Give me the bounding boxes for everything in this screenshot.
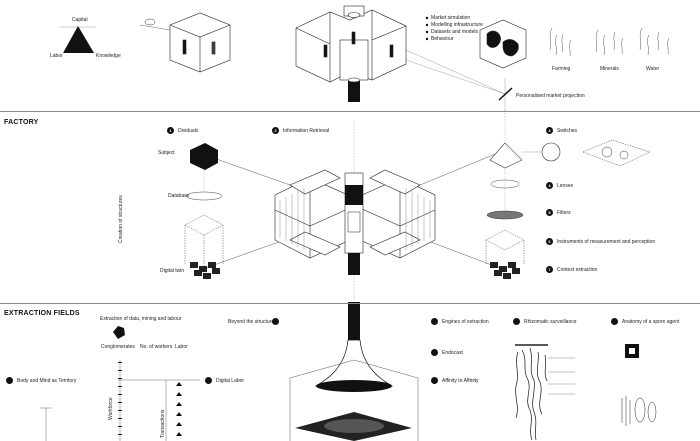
label-affinity: Affinity to Affinity: [442, 378, 479, 384]
factory-building: [274, 169, 436, 259]
axis-label: Transactions: [160, 409, 166, 438]
small-label: Database: [168, 193, 190, 199]
extraction-number: [205, 377, 212, 384]
factory-number: 4: [546, 182, 553, 189]
factory-label-dividuals: Dividuals: [178, 128, 199, 134]
dividual-head: [190, 143, 218, 170]
factory-label-filters: Filters: [557, 210, 571, 216]
factory-label-context: Context extraction: [557, 267, 598, 273]
vertical-label: Creation of structures: [118, 195, 124, 243]
extraction-col1-title: Extraction of data, mining and labour: [100, 316, 182, 322]
extraction-number: [431, 377, 438, 384]
factory-number: 1: [167, 127, 174, 134]
factory-label-switches: Switches: [557, 128, 578, 134]
factory-number: 6: [546, 238, 553, 245]
label-rhizomatic: Rhizomatic surveillance: [524, 319, 577, 325]
factory-number: 3: [546, 127, 553, 134]
extraction-number: [431, 318, 438, 325]
small-label: Subject: [158, 150, 175, 156]
col-header: Conglomerates: [101, 344, 135, 350]
label-beyond-structure: Beyond the structure: [228, 319, 275, 325]
legend-item: Market simulation: [431, 15, 471, 21]
factory-label-instruments: Instruments of measurement and perceptio…: [557, 239, 656, 245]
section-title-extraction: EXTRACTION FIELDS: [4, 310, 80, 317]
label-digital-labor: Digital Labor: [216, 378, 245, 384]
factory-number: 5: [546, 209, 553, 216]
projection-label: Personalised market projection: [516, 93, 585, 99]
small-label: Digital twin: [160, 268, 185, 274]
extraction-number: [272, 318, 279, 325]
species-label: Water: [646, 66, 660, 72]
label-anatomy: Anatomy of a spore agent: [622, 319, 680, 325]
factory-label-lenses: Lenses: [557, 183, 574, 189]
axis-label: Workforce: [108, 397, 114, 420]
col-header: No. of workers: [140, 344, 173, 350]
species-label: Farming: [552, 66, 571, 72]
extraction-number: [431, 349, 438, 356]
divider-bottom: [0, 303, 700, 304]
factory-label-retrieval: Information Retrieval: [283, 128, 330, 134]
col-header: Labor: [175, 344, 188, 350]
top-machine: [295, 5, 407, 83]
factory-number: 7: [546, 266, 553, 273]
triangle-label-capital: Capital: [72, 17, 88, 23]
factory-number: 2: [272, 127, 279, 134]
label-endocast: Endocast: [442, 350, 463, 356]
globe-cube: [479, 19, 527, 69]
divider-top: [0, 111, 700, 112]
triangle-label-knowledge: Knowledge: [96, 53, 121, 59]
section-title-factory: FACTORY: [4, 119, 39, 126]
extraction-number: [513, 318, 520, 325]
small-cube: [169, 12, 231, 73]
rhizome-sketch: [515, 347, 548, 441]
label-engines: Engines of extraction: [442, 319, 489, 325]
label-body-territory: Body and Mind as Territory: [17, 378, 77, 384]
species-label: Minerals: [600, 66, 619, 72]
extraction-number: [6, 377, 13, 384]
legend-item: Datasets and models: [431, 29, 478, 35]
triangle-shape: [63, 26, 94, 53]
legend-item: Behaviour: [431, 36, 454, 42]
extraction-number: [611, 318, 618, 325]
legend-item: Modelling infrastructure: [431, 22, 483, 28]
triangle-label-labor: Labor: [50, 53, 63, 59]
